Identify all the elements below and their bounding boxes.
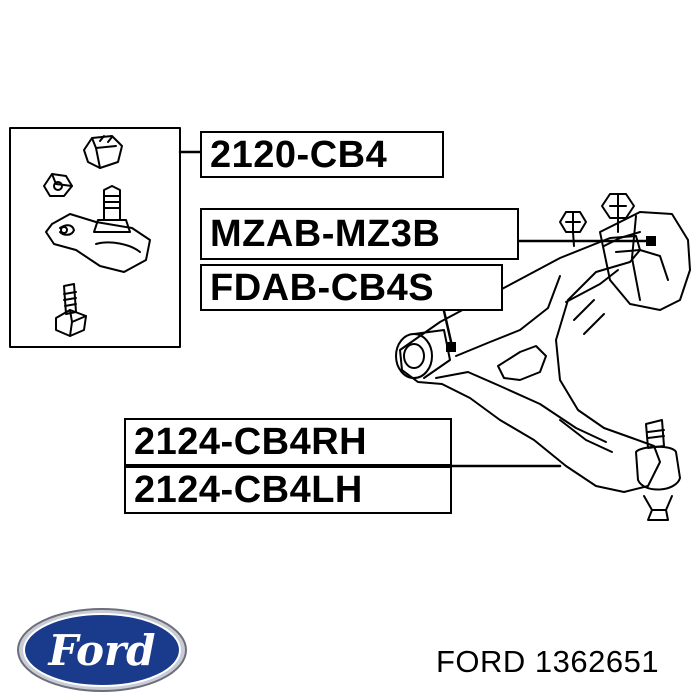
- leader-fdab: [442, 309, 454, 348]
- callout-marker-fdab: [446, 342, 456, 352]
- ford-logo-wordmark: Ford: [47, 626, 155, 675]
- brand-part-number: FORD 1362651: [436, 644, 660, 679]
- callout-marker-mzab: [646, 236, 656, 246]
- ford-logo: Ford: [17, 608, 187, 692]
- part-label-2124-cb4lh: 2124-CB4LH: [124, 466, 452, 514]
- part-label-2120-cb4: 2120-CB4: [200, 131, 444, 178]
- part-label-mzab-mz3b: MZAB-MZ3B: [200, 208, 519, 260]
- part-label-2124-cb4rh: 2124-CB4RH: [124, 418, 452, 466]
- castle-nut-drawing: [83, 135, 123, 169]
- hex-nut-drawing: [43, 173, 73, 197]
- ball-joint-inset-frame: [9, 127, 181, 348]
- arm-ball-joint-drawing: [635, 419, 681, 521]
- part-label-fdab-cb4s: FDAB-CB4S: [200, 264, 503, 311]
- rear-bolt-nuts-drawing: [559, 193, 635, 247]
- rear-bushing-drawing: [599, 211, 691, 311]
- bolt-drawing: [55, 283, 87, 337]
- ball-joint-drawing: [45, 185, 151, 273]
